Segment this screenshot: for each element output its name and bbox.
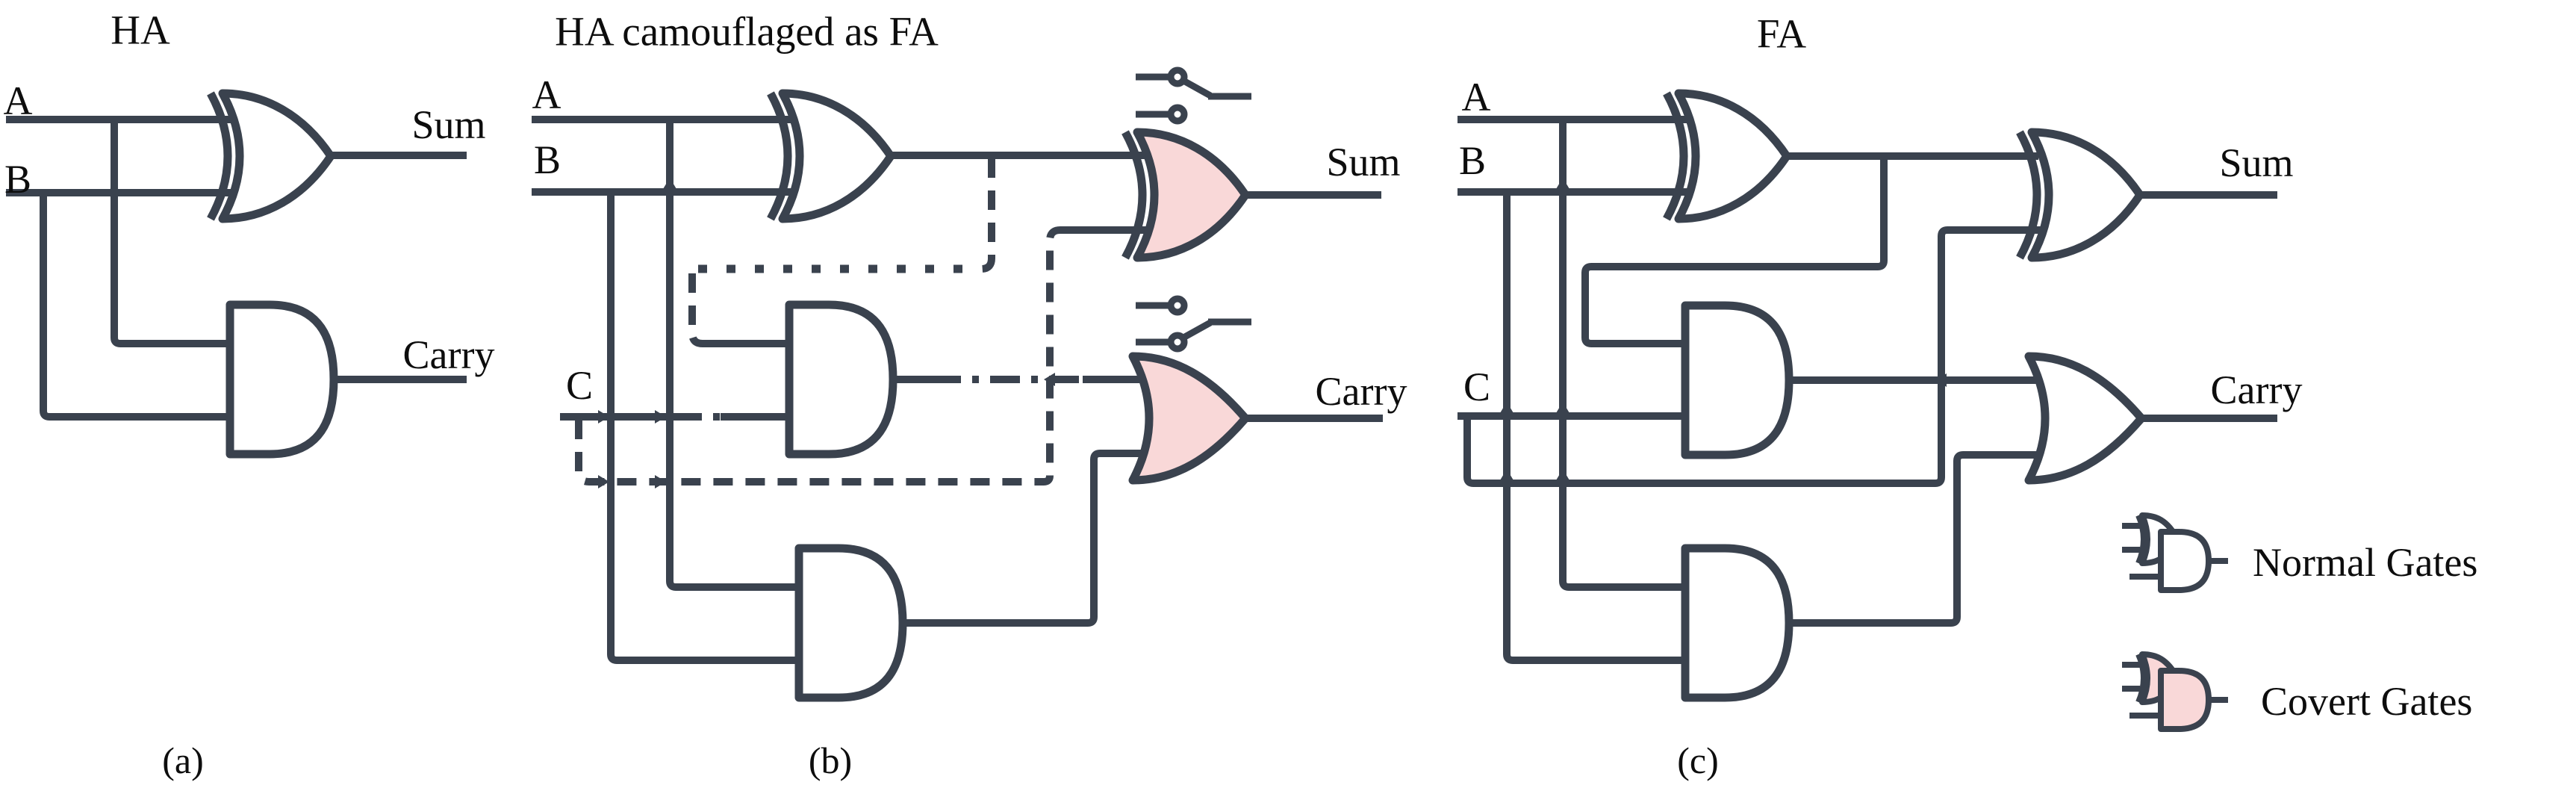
output-label-sum: Sum xyxy=(411,102,485,147)
wire-bottom-and-to-or xyxy=(903,450,1154,627)
input-label-b: B xyxy=(1459,138,1486,183)
legend-covert-label: Covert Gates xyxy=(2261,679,2472,724)
panel-a-caption: (a) xyxy=(162,739,204,781)
panel-b-title: HA camouflaged as FA xyxy=(555,9,939,55)
output-label-carry: Carry xyxy=(403,332,495,377)
or-gate-carry xyxy=(2024,352,2146,485)
wire-and2-to-or xyxy=(1789,451,2050,627)
xor-gate xyxy=(218,89,335,223)
xor-gate-1 xyxy=(1674,89,1791,223)
output-label-sum: Sum xyxy=(1326,140,1400,184)
decoy-dashed-to-and-input xyxy=(688,273,703,347)
wire-branch-b-down xyxy=(1503,192,1685,664)
junction-arrow xyxy=(598,475,609,488)
wire-xor1-branch-to-and1 xyxy=(1581,156,1888,347)
input-label-a: A xyxy=(1462,75,1491,120)
and-gate-middle xyxy=(785,300,897,459)
junction-arrow xyxy=(1500,469,1513,480)
panel-b-caption: (b) xyxy=(809,739,852,781)
legend-normal-label: Normal Gates xyxy=(2253,540,2477,585)
panel-fa: FA A B C Sum Carry (c) xyxy=(1457,11,2303,781)
output-label-sum: Sum xyxy=(2219,140,2293,185)
xor-gate-back-arc xyxy=(207,91,232,221)
xor-gate-back-arc xyxy=(767,91,792,221)
junction-arrow xyxy=(1556,402,1569,413)
and-gate-bottom xyxy=(794,544,907,702)
input-label-a: A xyxy=(532,72,561,117)
decoy-dashed-from-c xyxy=(575,226,1061,486)
wire-branch-a-down xyxy=(666,120,799,591)
wire-branch-a-down xyxy=(1559,120,1685,591)
junction-arrow xyxy=(655,410,666,424)
input-label-b: B xyxy=(534,137,561,182)
and-gate xyxy=(225,300,338,459)
panel-ha-camouflaged: HA camouflaged as FA A B C Sum Carry (b) xyxy=(532,9,1407,781)
junction-arrow xyxy=(1935,373,1947,387)
junction-arrow xyxy=(655,475,666,488)
input-label-c: C xyxy=(1463,365,1490,409)
wire-branch-b-to-and xyxy=(40,193,230,421)
xor-gate-back-arc xyxy=(1663,91,1688,221)
camouflage-switch-icon xyxy=(1136,295,1251,353)
output-label-carry: Carry xyxy=(1316,369,1407,414)
wire-c-branch-to-xor2 xyxy=(1463,226,2041,487)
output-label-carry: Carry xyxy=(2211,367,2303,412)
covert-xor-gate-sum xyxy=(1133,128,1250,262)
wire-branch-a-to-and xyxy=(111,120,230,347)
xor-gate-back-arc xyxy=(2016,130,2041,260)
xor-gate xyxy=(778,89,895,223)
junction-arrow xyxy=(104,186,115,199)
junction-arrow xyxy=(598,410,609,424)
panel-c-title: FA xyxy=(1757,11,1807,57)
input-label-a: A xyxy=(4,78,33,123)
covert-xor-gate-back-arc xyxy=(1121,130,1147,260)
junction-arrow xyxy=(1556,469,1569,480)
panel-ha: HA A B Sum Carry (a) xyxy=(4,7,495,782)
panel-a-title: HA xyxy=(111,7,170,53)
covert-or-gate-carry xyxy=(1128,352,1250,485)
and-gate-1 xyxy=(1681,301,1793,459)
legend: Normal Gates Covert Gates xyxy=(2122,512,2477,732)
input-label-b: B xyxy=(4,157,31,202)
panel-c-caption: (c) xyxy=(1677,739,1719,781)
decoy-dashed-from-xor1-out xyxy=(972,158,995,273)
input-label-c: C xyxy=(566,363,593,408)
and-gate-2 xyxy=(1681,544,1793,702)
junction-arrow xyxy=(1556,178,1569,189)
covert-gate-icon xyxy=(2122,651,2228,732)
junction-arrow xyxy=(1044,373,1055,386)
normal-gate-icon xyxy=(2122,512,2228,593)
junction-arrow xyxy=(1500,402,1513,413)
xor-gate-2 xyxy=(2027,128,2144,262)
wire-branch-b-down xyxy=(607,192,799,664)
junction-arrow xyxy=(663,178,676,189)
camouflage-switch-icon xyxy=(1136,66,1251,125)
